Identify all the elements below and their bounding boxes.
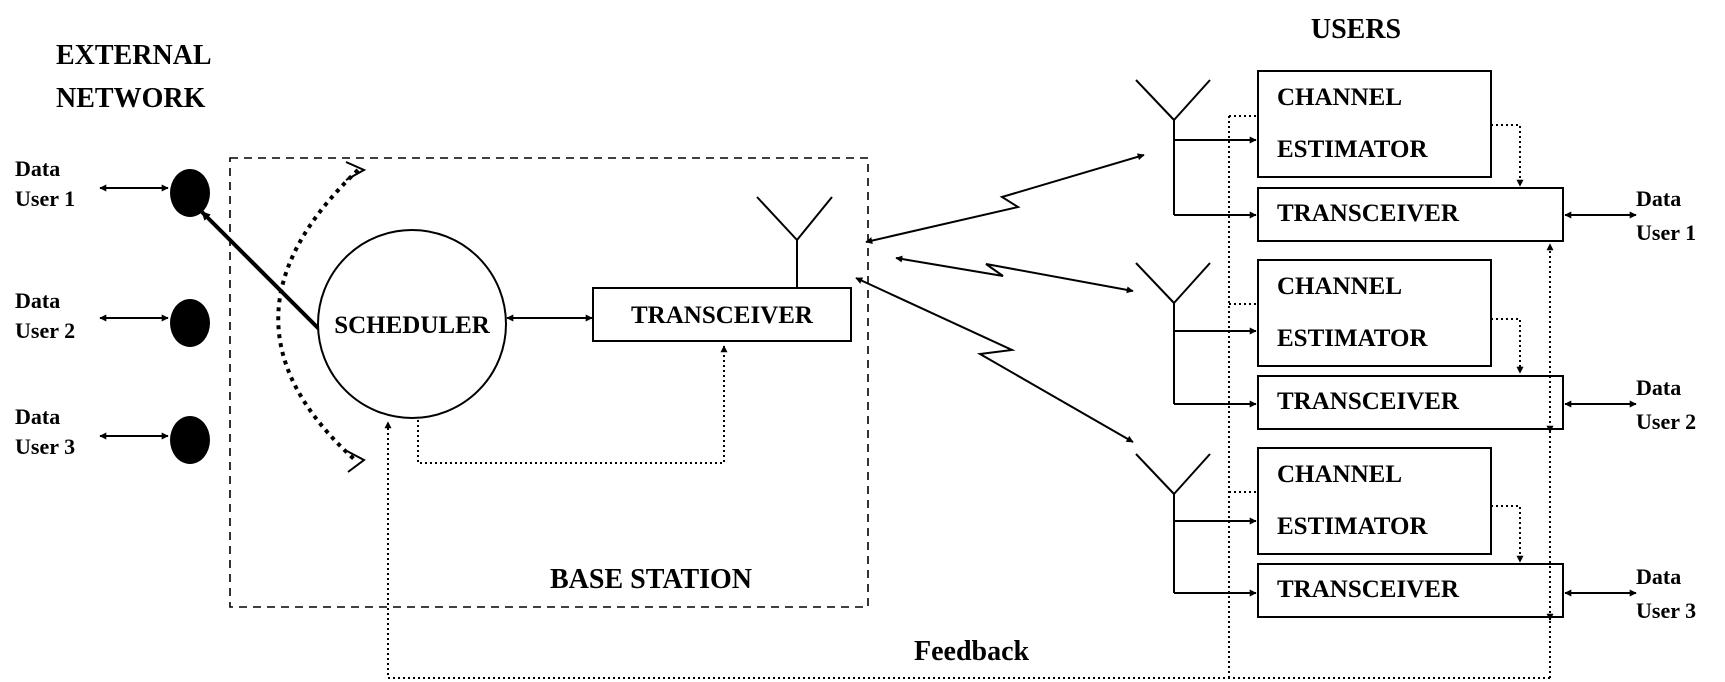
left-user-1-label-line1: Data xyxy=(15,156,60,181)
feedback-label: Feedback xyxy=(914,636,1030,667)
wireless-link-user-3 xyxy=(855,277,1134,443)
rotation-arc-head-bottom xyxy=(344,449,366,473)
user-3-data-line2: User 3 xyxy=(1636,598,1696,623)
user-3-estimator-to-transceiver xyxy=(1491,505,1524,563)
users-header: USERS xyxy=(1311,14,1401,45)
feedback-path xyxy=(384,421,1550,679)
user-2-transceiver-box xyxy=(1257,375,1564,430)
user-2-channel-estimator-box xyxy=(1257,259,1492,367)
scheduler-switch-arm xyxy=(200,210,322,332)
scheduler-label: SCHEDULER xyxy=(334,312,491,339)
user-2-data-line2: User 2 xyxy=(1636,409,1696,434)
user-unit-1: CHANNEL ESTIMATOR TRANSCEIVER Data User … xyxy=(1135,70,1696,245)
user-3-data-line1: Data xyxy=(1636,564,1681,589)
rotation-arc-head-top xyxy=(345,161,367,181)
wireless-link-user-2 xyxy=(895,255,1134,294)
scheduler-control-path xyxy=(417,345,728,464)
left-user-1-node xyxy=(170,169,210,217)
user-1-channel-estimator-box xyxy=(1257,70,1492,178)
external-network-title-line2: NETWORK xyxy=(56,83,206,114)
user-3-estimator-line1: CHANNEL xyxy=(1277,461,1402,488)
user-2-data-line1: Data xyxy=(1636,375,1681,400)
user-3-estimator-line2: ESTIMATOR xyxy=(1277,513,1428,540)
left-user-2-label-line2: User 2 xyxy=(15,318,75,343)
wireless-link-user-1 xyxy=(865,153,1145,244)
left-user-2-node xyxy=(170,299,210,347)
user-3-antenna-icon xyxy=(1135,453,1257,597)
user-unit-3: CHANNEL ESTIMATOR TRANSCEIVER Data User … xyxy=(1135,447,1696,623)
scheduler-rotation-arc xyxy=(276,168,360,462)
user-unit-2: CHANNEL ESTIMATOR TRANSCEIVER Data User … xyxy=(1135,259,1696,434)
left-user-3-node xyxy=(170,416,210,464)
base-transceiver-box xyxy=(592,287,852,342)
user-1-estimator-line1: CHANNEL xyxy=(1277,84,1402,111)
user-1-estimator-line2: ESTIMATOR xyxy=(1277,136,1428,163)
scheduler-circle xyxy=(317,229,507,419)
user-1-transceiver-label: TRANSCEIVER xyxy=(1277,200,1460,227)
user-1-antenna-icon xyxy=(1135,79,1257,219)
left-user-3-label-line1: Data xyxy=(15,404,60,429)
user-1-data-line1: Data xyxy=(1636,186,1681,211)
estimator-input-bus xyxy=(1228,115,1258,678)
base-antenna-icon xyxy=(756,196,833,288)
user-2-antenna-icon xyxy=(1135,262,1257,408)
user-2-transceiver-label: TRANSCEIVER xyxy=(1277,388,1460,415)
left-user-1-label-line2: User 1 xyxy=(15,186,75,211)
user-3-transceiver-label: TRANSCEIVER xyxy=(1277,576,1460,603)
left-user-3-label-line2: User 3 xyxy=(15,434,75,459)
base-station-boundary xyxy=(229,157,869,608)
user-3-transceiver-box xyxy=(1257,563,1564,618)
user-1-data-line2: User 1 xyxy=(1636,220,1696,245)
base-transceiver-label: TRANSCEIVER xyxy=(631,302,814,329)
user-2-estimator-line2: ESTIMATOR xyxy=(1277,325,1428,352)
base-station-label: BASE STATION xyxy=(550,564,752,595)
user-1-estimator-to-transceiver xyxy=(1491,124,1524,187)
user-3-channel-estimator-box xyxy=(1257,447,1492,555)
external-network-title-line1: EXTERNAL xyxy=(56,40,212,71)
user-1-transceiver-box xyxy=(1257,187,1564,242)
user-2-estimator-to-transceiver xyxy=(1491,318,1524,374)
left-user-2-label-line1: Data xyxy=(15,288,60,313)
user-2-estimator-line1: CHANNEL xyxy=(1277,273,1402,300)
